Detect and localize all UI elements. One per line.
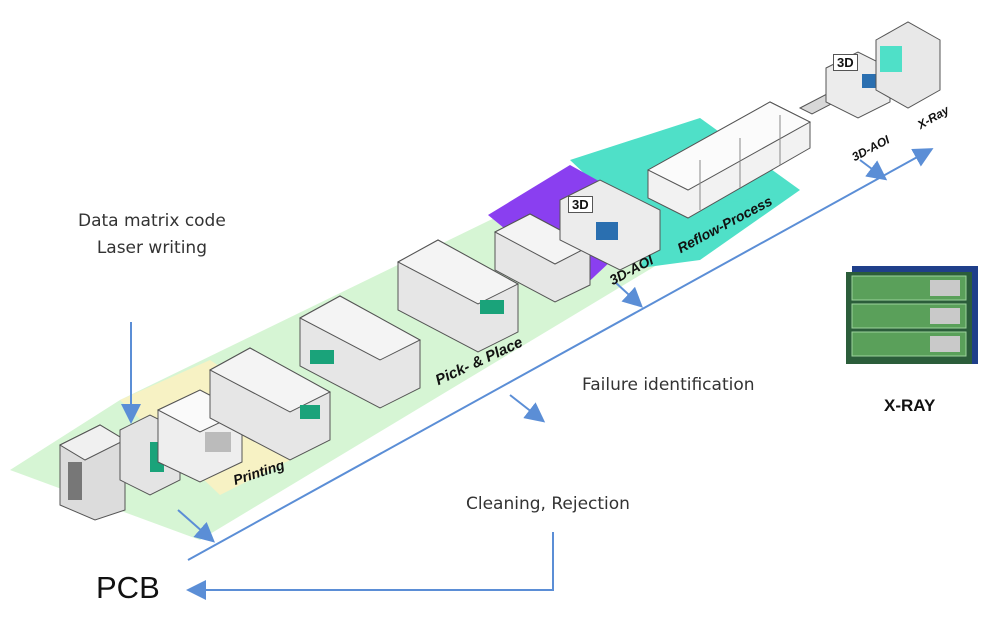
- pick-place-machine-1: [208, 347, 332, 461]
- pcb-label: PCB: [96, 570, 160, 605]
- loader-machine: [58, 424, 127, 521]
- xray-title: X-RAY: [884, 396, 936, 415]
- cleaning-label: Cleaning, Rejection: [466, 494, 630, 514]
- pick-place-machine-3: [396, 239, 520, 353]
- reflow-oven: [646, 101, 812, 219]
- data-matrix-line1: Data matrix code: [78, 211, 226, 231]
- failure-arrow: [509, 394, 546, 423]
- rejection-return-arrow: [186, 532, 554, 600]
- xray-machine: [875, 21, 941, 109]
- data-matrix-line2: Laser writing: [96, 238, 207, 258]
- return-flow-line: [187, 148, 934, 561]
- failure-label: Failure identification: [582, 375, 755, 395]
- badge-3d-2: 3D: [833, 54, 858, 71]
- data-matrix-label: Data matrix code Laser writing: [78, 208, 226, 262]
- pick-place-machine-2: [298, 295, 422, 409]
- xray-board-image: [846, 266, 978, 364]
- cleaning-arrow: [177, 509, 215, 543]
- aoi-failure-arrow: [614, 281, 643, 308]
- xray-arrow: [859, 159, 888, 181]
- reflow-floor-zone-lower: [640, 190, 800, 268]
- badge-3d-1: 3D: [568, 196, 593, 213]
